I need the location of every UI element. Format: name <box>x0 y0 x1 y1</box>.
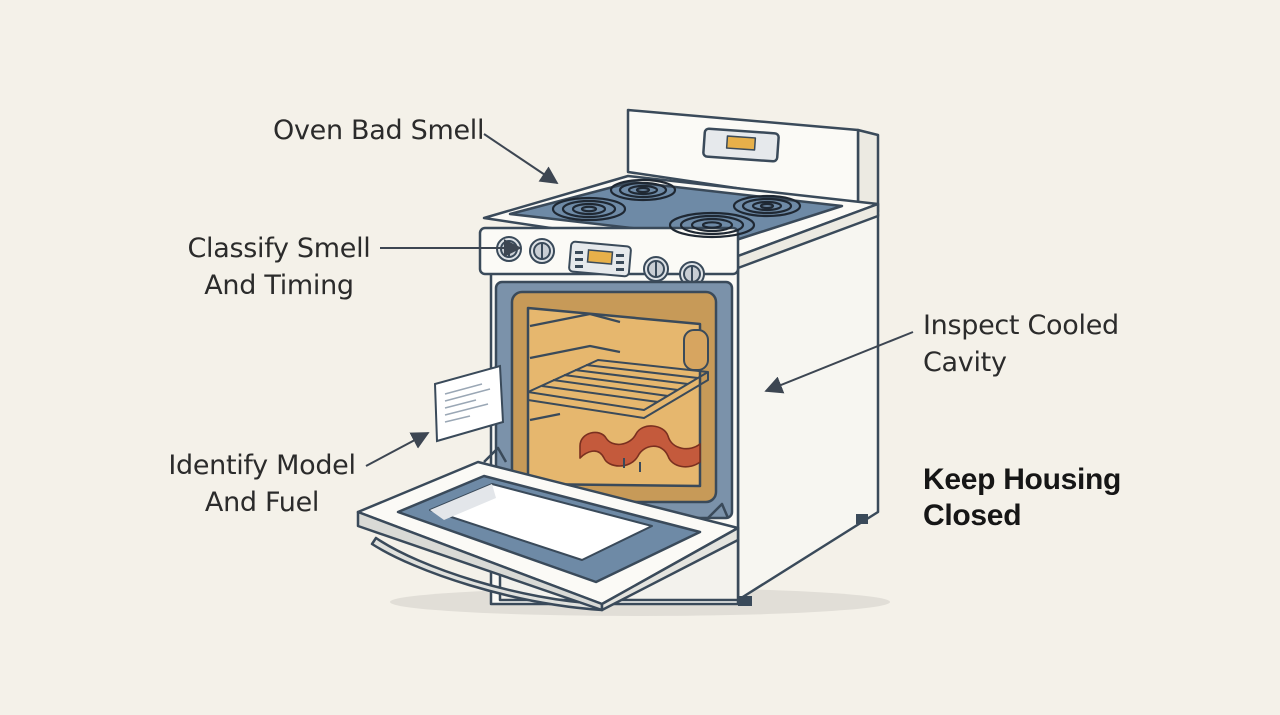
knob-icon <box>643 256 669 282</box>
backsplash-display <box>725 135 757 151</box>
label-identify-model: Identify Model And Fuel <box>166 447 358 521</box>
burner-icon <box>668 211 756 239</box>
hinge <box>483 446 508 463</box>
heating-element <box>579 425 701 468</box>
oven-cavity <box>494 280 734 520</box>
label-identify-line-1: Identify Model <box>168 450 356 481</box>
convection-fan-cover <box>683 329 709 371</box>
knob-icon <box>529 238 555 264</box>
burner-icon <box>609 178 677 202</box>
arrow-inspect-cavity <box>764 331 914 394</box>
label-inspect-line-2: Cavity <box>923 347 1007 378</box>
oven-rack <box>527 359 709 419</box>
label-keep-line-1: Keep Housing <box>923 463 1122 496</box>
label-classify-smell: Classify Smell And Timing <box>186 230 372 304</box>
label-oven-bad-smell-text: Oven Bad Smell <box>273 115 485 146</box>
door-window-shade <box>430 484 496 520</box>
door-panel-side <box>600 526 740 612</box>
label-classify-line-1: Classify Smell <box>187 233 371 264</box>
door-window <box>429 483 653 561</box>
backsplash-side <box>856 128 880 214</box>
foot <box>738 596 752 606</box>
label-inspect-line-1: Inspect Cooled <box>923 310 1119 341</box>
burner-icon <box>732 194 802 218</box>
burner-icon <box>551 196 627 222</box>
side-panel <box>736 212 880 602</box>
hinge <box>705 502 730 521</box>
label-identify-line-2: And Fuel <box>204 487 320 518</box>
arrow-oven-bad-smell <box>483 133 559 185</box>
rack-supports <box>529 312 621 422</box>
arrow-identify-model <box>365 432 430 467</box>
open-oven-door <box>356 446 740 612</box>
label-keep-line-2: Closed <box>923 499 1022 532</box>
label-inspect-cavity: Inspect Cooled Cavity <box>923 307 1119 381</box>
callout-arrows <box>365 133 914 467</box>
control-display <box>586 249 614 265</box>
label-oven-bad-smell: Oven Bad Smell <box>273 112 484 149</box>
control-buttons <box>575 251 624 271</box>
burners <box>551 178 802 239</box>
label-keep-housing-closed: Keep Housing Closed <box>923 462 1121 534</box>
label-classify-line-2: And Timing <box>204 270 354 301</box>
foot <box>856 514 868 524</box>
rating-label-icon <box>433 364 505 443</box>
